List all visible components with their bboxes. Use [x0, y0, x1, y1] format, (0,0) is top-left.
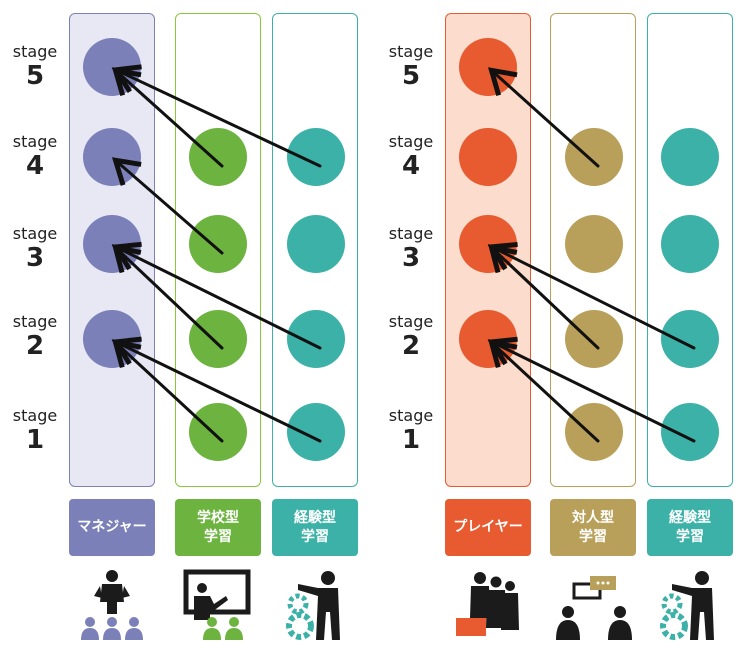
experience-stage-4-circle: [661, 128, 719, 186]
stage-number: 1: [25, 425, 45, 455]
school-stage-1-circle: [189, 403, 247, 461]
stage-word: stage: [388, 312, 434, 331]
arrow-experience-1-to-2: [487, 336, 696, 443]
stage-label-3-left: stage 3: [0, 224, 70, 274]
interpersonal-stage-4-circle: [565, 128, 623, 186]
arrow-school-1-to-2: [112, 339, 224, 443]
stage-word: stage: [12, 312, 58, 331]
school-stage-2-circle: [189, 310, 247, 368]
stage-label-2-left: stage 2: [0, 312, 70, 362]
arrow-experience-2-to-3: [487, 241, 696, 350]
stage-word: stage: [12, 224, 58, 243]
manager-tile: マネジャー: [69, 499, 155, 556]
stage-label-4-left: stage 4: [0, 132, 70, 182]
experience-stage-1-circle: [287, 403, 345, 461]
stage-label-1-right: stage 1: [376, 406, 446, 456]
speech-conversation-icon: [556, 576, 632, 640]
arrow-experience-1-to-2: [111, 336, 322, 443]
player-tile: プレイヤー: [445, 499, 531, 556]
stage-word: stage: [12, 42, 58, 61]
arrow-school-2-to-3: [112, 244, 224, 350]
stage-label-5-left: stage 5: [0, 42, 70, 92]
stage-number: 3: [25, 243, 45, 273]
arrow-experience-4-to-5: [111, 64, 322, 168]
interpersonal-stage-3-circle: [565, 215, 623, 273]
experience-stage-3-circle: [661, 215, 719, 273]
stage-number: 2: [401, 331, 421, 361]
progression-arrows: [111, 64, 696, 443]
player-stage-4-circle: [459, 128, 517, 186]
stage-label-2-right: stage 2: [376, 312, 446, 362]
business-team-icon: [456, 572, 519, 636]
stage-number: 4: [401, 151, 421, 181]
stage-number: 5: [25, 61, 45, 91]
school-stage-3-circle: [189, 215, 247, 273]
stage-label-4-right: stage 4: [376, 132, 446, 182]
teacher-whiteboard-icon: [183, 569, 251, 640]
experience-stage-2-circle: [287, 310, 345, 368]
experience-stage-3-circle: [287, 215, 345, 273]
school-stage-4-circle: [189, 128, 247, 186]
stage-circles: [83, 38, 719, 461]
experience-stage-1-circle: [661, 403, 719, 461]
stage-word: stage: [12, 406, 58, 425]
arrow-interpersonal-2-to-3: [488, 244, 600, 350]
interpersonal-learning-tile: 対人型 学習: [550, 499, 636, 556]
stage-label-3-right: stage 3: [376, 224, 446, 274]
experience-stage-4-circle: [287, 128, 345, 186]
interpersonal-stage-2-circle: [565, 310, 623, 368]
stage-word: stage: [388, 42, 434, 61]
arrow-experience-2-to-3: [111, 241, 322, 350]
stage-word: stage: [388, 406, 434, 425]
stage-number: 5: [401, 61, 421, 91]
school-learning-tile: 学校型 学習: [175, 499, 261, 556]
gear-pointing-person-icon: [286, 571, 340, 640]
stage-number: 3: [401, 243, 421, 273]
experience-learning-tile-left: 経験型 学習: [272, 499, 358, 556]
presenter-audience-icon: [81, 570, 143, 640]
arrow-interpersonal-4-to-5: [488, 67, 600, 168]
stage-word: stage: [12, 132, 58, 151]
gear-pointing-person-icon: [660, 571, 714, 640]
experience-stage-2-circle: [661, 310, 719, 368]
stage-word: stage: [388, 224, 434, 243]
stage-label-1-left: stage 1: [0, 406, 70, 456]
manager-stage-4-circle: [83, 128, 141, 186]
stage-label-5-right: stage 5: [376, 42, 446, 92]
experience-learning-tile-right: 経験型 学習: [647, 499, 733, 556]
stage-word: stage: [388, 132, 434, 151]
stage-number: 1: [401, 425, 421, 455]
interpersonal-stage-1-circle: [565, 403, 623, 461]
arrow-school-4-to-5: [112, 67, 224, 168]
stage-number: 2: [25, 331, 45, 361]
arrow-school-3-to-4: [111, 157, 224, 255]
stage-number: 4: [25, 151, 45, 181]
arrow-interpersonal-1-to-2: [488, 339, 600, 443]
